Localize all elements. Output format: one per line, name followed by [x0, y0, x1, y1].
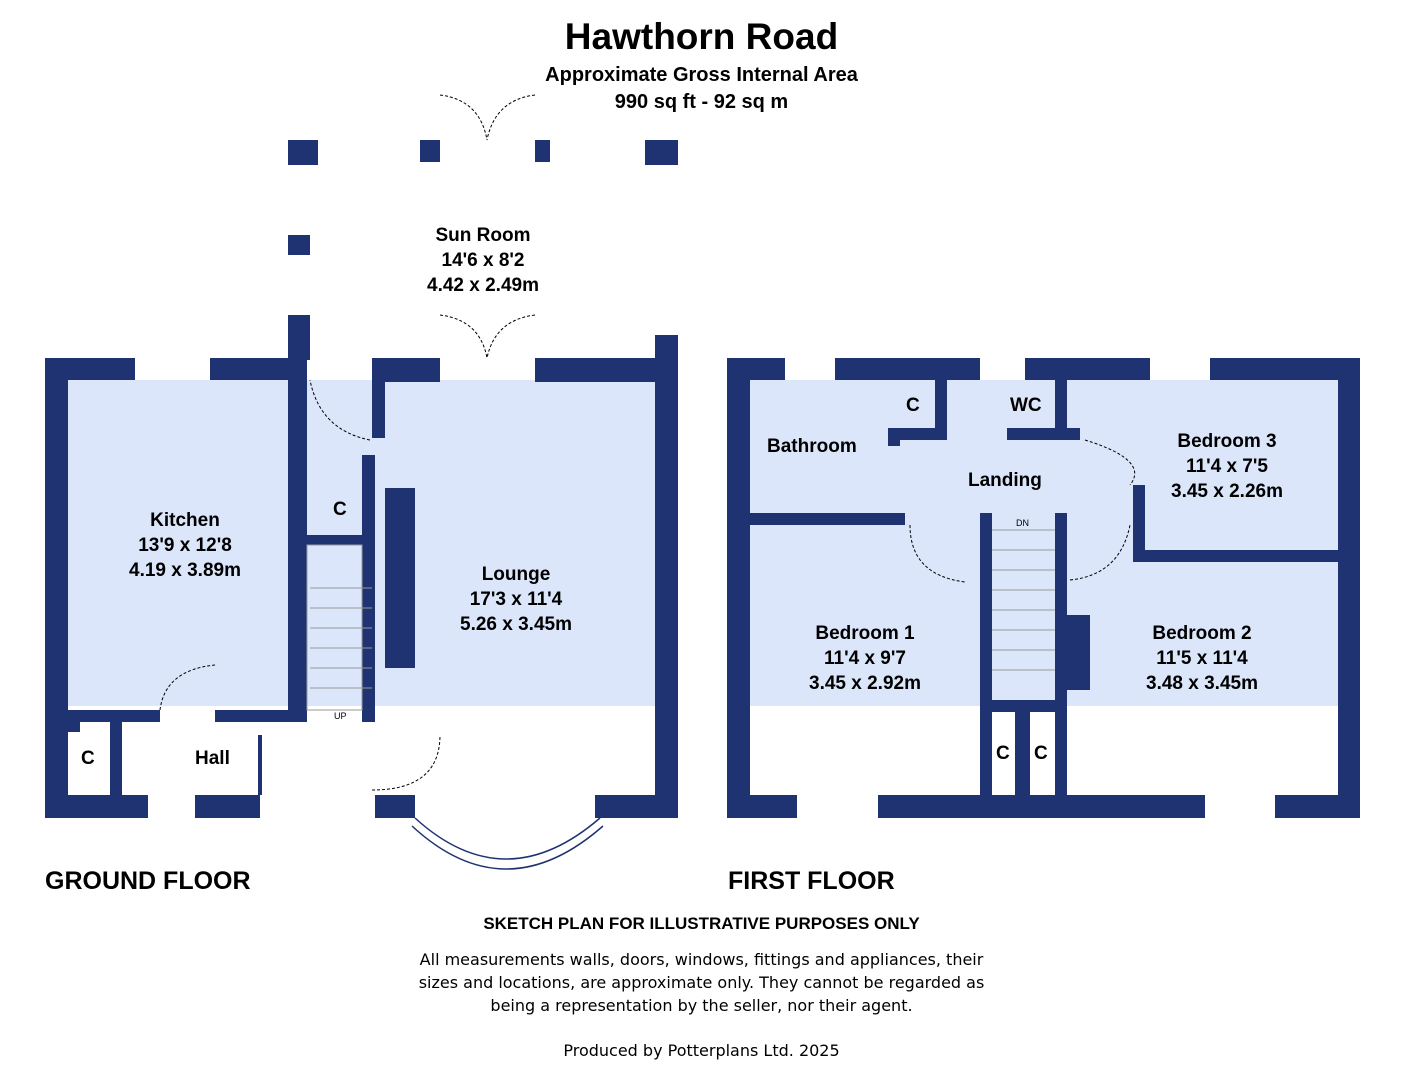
- cupboard-label: C: [906, 395, 920, 416]
- disclaimer-title: SKETCH PLAN FOR ILLUSTRATIVE PURPOSES ON…: [483, 914, 920, 933]
- stairs-down-label: DN: [1016, 518, 1029, 528]
- disclaimer-line: sizes and locations, are approximate onl…: [418, 973, 985, 992]
- first-floor-label: FIRST FLOOR: [728, 867, 895, 895]
- disclaimer-line: being a representation by the seller, no…: [490, 996, 913, 1015]
- area-value: 990 sq ft - 92 sq m: [614, 91, 789, 113]
- disclaimer-line: All measurements walls, doors, windows, …: [419, 950, 984, 969]
- room-landing: Landing: [968, 470, 1042, 491]
- room-wc: WC: [1010, 395, 1042, 416]
- room-metric: 3.45 x 2.92m: [809, 673, 921, 694]
- room-lounge: Lounge 17'3 x 11'4 5.26 x 3.45m: [416, 562, 616, 637]
- bay-window: [411, 817, 604, 870]
- room-metric: 4.42 x 2.49m: [427, 275, 539, 296]
- doors: [159, 94, 1136, 791]
- cupboard-label: C: [1034, 743, 1048, 764]
- page-title: Hawthorn Road: [564, 16, 839, 57]
- room-kitchen: Kitchen 13'9 x 12'8 4.19 x 3.89m: [85, 508, 285, 583]
- room-metric: 3.45 x 2.26m: [1171, 481, 1283, 502]
- room-bedroom-1: Bedroom 1 11'4 x 9'7 3.45 x 2.92m: [765, 621, 965, 696]
- room-sun-room: Sun Room 14'6 x 8'2 4.42 x 2.49m: [383, 223, 583, 298]
- stairs: [306, 529, 1055, 711]
- room-bathroom: Bathroom: [767, 436, 857, 457]
- room-imperial: 17'3 x 11'4: [469, 589, 563, 610]
- cupboard-label: C: [996, 743, 1010, 764]
- cupboard-label: C: [81, 748, 95, 769]
- room-imperial: 14'6 x 8'2: [441, 250, 525, 271]
- room-metric: 3.48 x 3.45m: [1146, 673, 1258, 694]
- room-hall: Hall: [195, 748, 230, 769]
- watermark-band: [68, 162, 1338, 706]
- room-metric: 5.26 x 3.45m: [460, 614, 572, 635]
- stairs-up-label: UP: [334, 711, 347, 721]
- producer-credit: Produced by Potterplans Ltd. 2025: [563, 1041, 840, 1060]
- room-name: Bedroom 2: [1152, 623, 1252, 644]
- room-metric: 4.19 x 3.89m: [129, 560, 241, 581]
- room-imperial: 11'4 x 9'7: [824, 648, 906, 669]
- room-name: Bedroom 3: [1177, 431, 1277, 452]
- room-name: Lounge: [481, 564, 551, 585]
- ground-floor-walls: [45, 140, 678, 818]
- room-name: Kitchen: [150, 510, 220, 531]
- first-floor-walls: [727, 358, 1360, 818]
- ground-floor-label: GROUND FLOOR: [45, 867, 251, 895]
- room-bedroom-2: Bedroom 2 11'5 x 11'4 3.48 x 3.45m: [1102, 621, 1302, 696]
- room-name: Sun Room: [435, 225, 531, 246]
- room-imperial: 11'5 x 11'4: [1156, 648, 1248, 669]
- cupboard-label: C: [333, 499, 347, 520]
- area-subtitle: Approximate Gross Internal Area: [545, 64, 858, 86]
- room-imperial: 11'4 x 7'5: [1186, 456, 1268, 477]
- room-bedroom-3: Bedroom 3 11'4 x 7'5 3.45 x 2.26m: [1127, 429, 1327, 504]
- room-imperial: 13'9 x 12'8: [138, 535, 232, 556]
- room-name: Bedroom 1: [815, 623, 915, 644]
- disclaimer-text: All measurements walls, doors, windows, …: [0, 948, 1403, 1017]
